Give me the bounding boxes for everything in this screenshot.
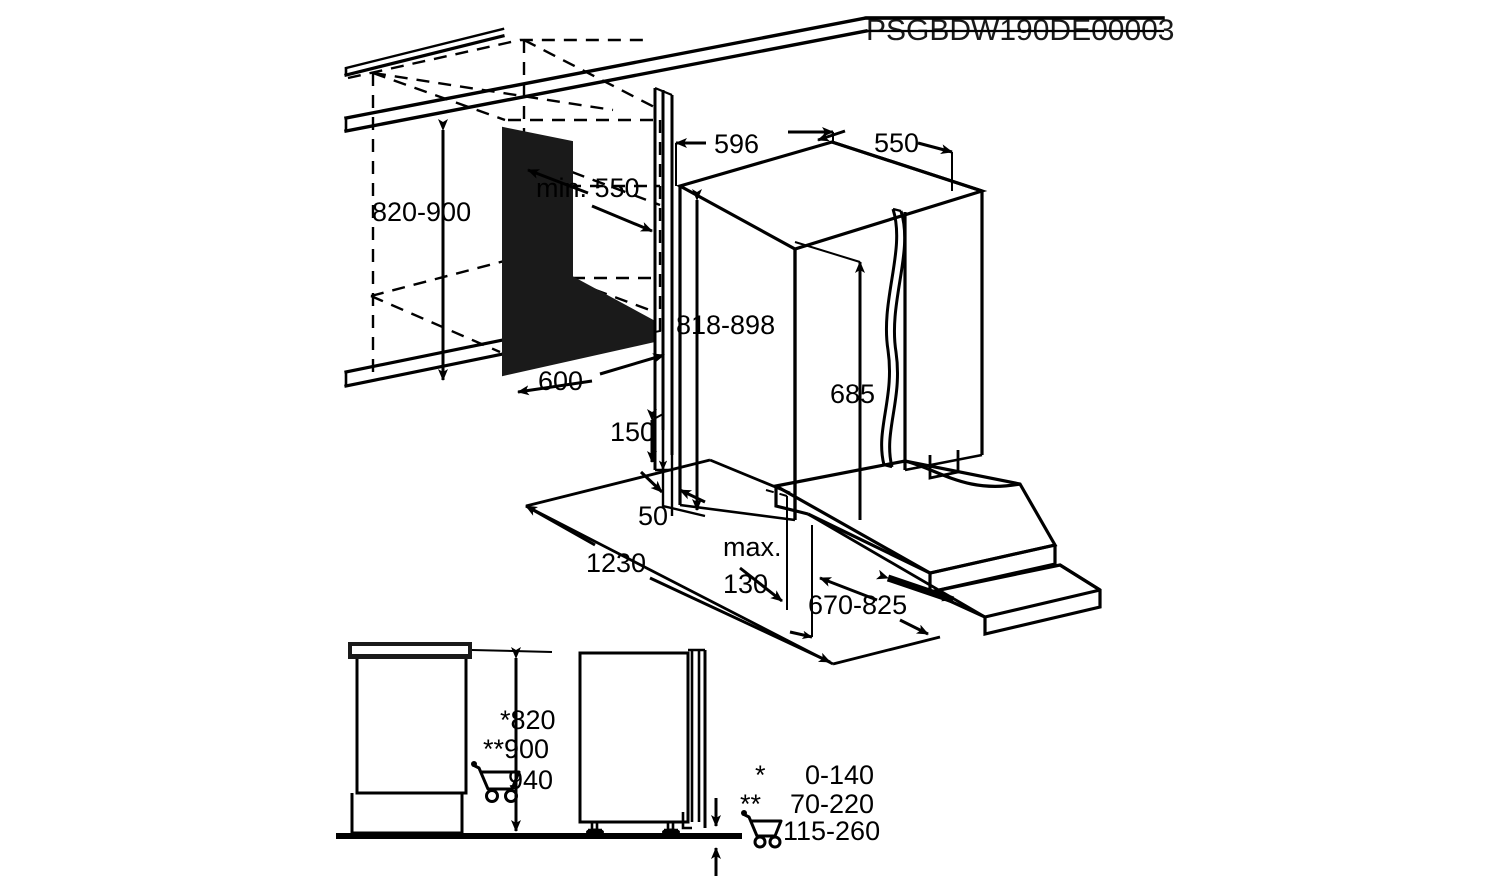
legend-value-2: 115-260 (783, 816, 880, 846)
legend-block: * 0-140 ** 70-220 115-260 (740, 760, 880, 849)
hidden-diag-4 (370, 294, 501, 354)
plinth-front-edge-top (929, 543, 1056, 575)
dim-label-front-height-doublestar: **900 (483, 734, 549, 764)
dim-label-door-panel-width: 670-825 (808, 590, 907, 620)
dim-niche-height: 820-900 (372, 119, 471, 381)
service-drop-lines (658, 190, 682, 505)
leader-lines (661, 455, 706, 518)
dim-label-appliance-width: 550 (874, 128, 919, 158)
legend-marker-0: * (755, 760, 766, 790)
dim-door-panel-height: 685 (794, 241, 875, 520)
hidden-diag-1 (372, 71, 614, 112)
hidden-construction-lines (347, 38, 662, 372)
legend-value-1: 70-220 (790, 789, 874, 819)
dim-appliance-depth: 596 (675, 127, 834, 186)
hidden-diag-3 (372, 71, 506, 122)
floor-reference-plane (525, 458, 941, 666)
dim-appliance-width: 550 (817, 128, 953, 191)
side-bottom-notch (681, 812, 692, 830)
side-elevation-view (578, 648, 707, 836)
dim-label-service-offset-top: 150 (610, 417, 655, 447)
dim-label-front-height-star: *820 (500, 705, 556, 735)
dim-door-panel-width: 670-825 (789, 525, 929, 639)
dim-niche-depth: min. 550 (527, 168, 653, 233)
dim-label-appliance-height: 818-898 (676, 310, 775, 340)
dim-label-niche-width: 600 (538, 366, 583, 396)
side-cabinet-body (578, 651, 690, 824)
side-foot-right-pad (662, 828, 680, 836)
niche-front-panel (653, 86, 674, 472)
plinth-step-diag (1059, 563, 1101, 592)
front-cabinet-body (355, 659, 468, 795)
hidden-diag-5 (571, 170, 661, 207)
dim-plinth-max: max. 130 (723, 489, 788, 610)
hidden-diag-2 (523, 38, 661, 112)
legend-shopping-cart-icon (741, 810, 783, 849)
legend-value-0: 0-140 (805, 760, 874, 790)
dim-appliance-height: 818-898 (676, 189, 775, 511)
shopping-cart-icon (471, 761, 521, 803)
adjustment-double-arrow (875, 569, 955, 604)
dim-label-door-panel-height: 685 (830, 379, 875, 409)
dim-label-appliance-depth: 596 (714, 129, 759, 159)
dim-service-offset-top: 150 (610, 409, 664, 463)
dim-label-plinth-max-word: max. (723, 532, 782, 562)
front-worktop-inner (352, 646, 468, 654)
front-elevation-view (336, 642, 742, 839)
worktop-back-top-edge (344, 34, 505, 77)
dim-label-niche-depth: min. 550 (536, 173, 640, 203)
plinth-front-long-edge (807, 512, 986, 619)
plinth-step-top (984, 588, 1101, 619)
plinth-top-face (771, 459, 1058, 575)
door-panel-plinth (771, 459, 1102, 637)
dim-niche-width: 600 (517, 353, 665, 396)
floor-band-bottom (344, 351, 510, 388)
appliance-right-bottom (904, 453, 983, 472)
plinth-curved-edge (904, 459, 1021, 488)
worktop-back-top-edge-2 (344, 27, 505, 70)
dim-label-plinth-max-value: 130 (723, 569, 768, 599)
plinth-front-left (774, 486, 809, 516)
side-foot-left-pad (586, 828, 604, 836)
dim-label-niche-height: 820-900 (372, 197, 471, 227)
